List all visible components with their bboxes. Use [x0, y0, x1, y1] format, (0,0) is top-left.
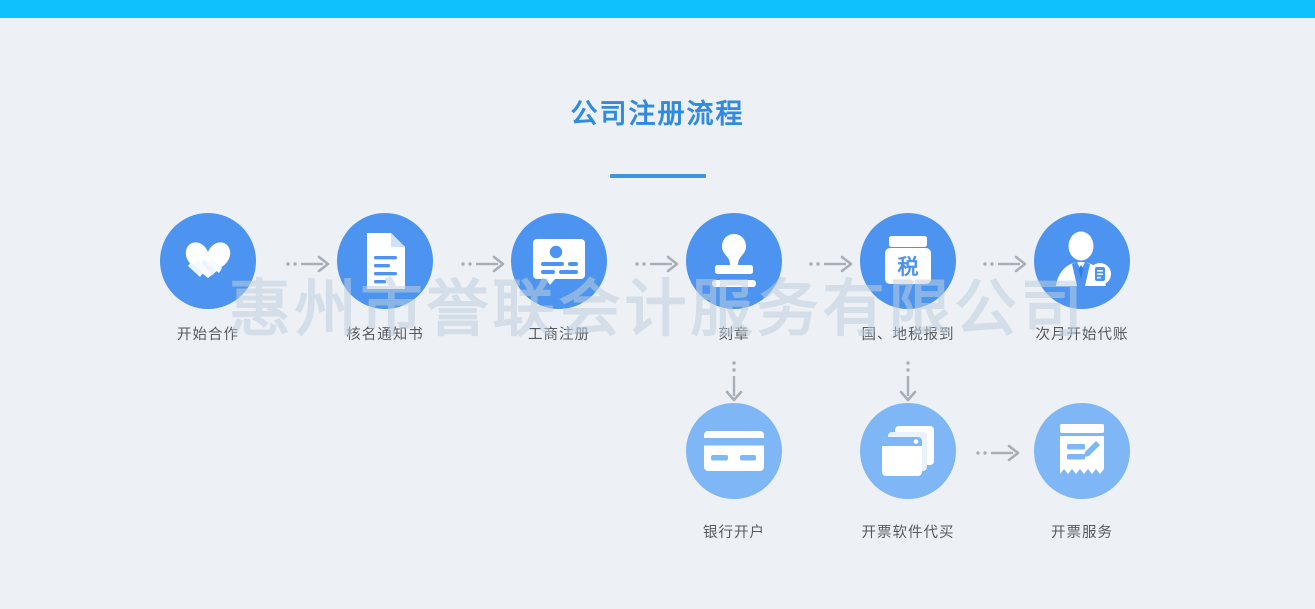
flow-connector-2	[460, 253, 506, 275]
dotted-arrow-right-icon	[286, 255, 330, 273]
software-box-icon	[882, 426, 934, 476]
receipt-edit-icon	[1060, 424, 1104, 474]
flow-node-label: 银行开户	[703, 525, 765, 541]
flow-node-label: 国、地税报到	[861, 327, 955, 343]
flow-icon-circle	[511, 213, 607, 309]
flow-node-bookkeeping[interactable]: 次月开始代账	[1002, 213, 1162, 344]
flow-node-invoice-software[interactable]: 开票软件代买	[828, 403, 988, 542]
flow-icon-circle	[686, 213, 782, 309]
flow-node-start-cooperation[interactable]: 开始合作	[128, 213, 288, 344]
flow-icon-circle	[1034, 403, 1130, 499]
dotted-arrow-right-icon	[635, 255, 679, 273]
title-underline	[609, 174, 706, 178]
flow-node-bank-account[interactable]: 银行开户	[654, 403, 814, 542]
flow-connector-1	[285, 253, 331, 275]
dotted-arrow-right-icon	[809, 255, 853, 273]
flow-icon-circle	[860, 403, 956, 499]
dotted-arrow-right-icon	[983, 255, 1027, 273]
top-accent-bar	[0, 0, 1315, 18]
flow-node-tax-registration[interactable]: 税 国、地税报到	[828, 213, 988, 344]
flow-icon-circle	[1034, 213, 1130, 309]
flow-node-business-reg[interactable]: 工商注册	[479, 213, 639, 344]
dotted-arrow-right-icon	[461, 255, 505, 273]
flow-icon-circle	[686, 403, 782, 499]
flow-node-label: 刻章	[718, 327, 750, 343]
flow-connector-6	[975, 442, 1021, 464]
flow-node-label: 核名通知书	[346, 327, 424, 343]
flow-node-label: 开始合作	[177, 327, 239, 343]
flow-connector-down-2	[897, 360, 919, 402]
flow-node-label: 开票服务	[1051, 525, 1113, 541]
flow-connector-3	[634, 253, 680, 275]
flow-node-seal-carving[interactable]: 刻章	[654, 213, 814, 344]
page-title: 公司注册流程	[570, 99, 745, 130]
tax-box-icon: 税	[885, 236, 931, 284]
page-title-block: 公司注册流程	[0, 92, 1315, 178]
document-icon	[367, 233, 405, 289]
dotted-arrow-right-icon	[976, 444, 1020, 462]
flow-icon-circle	[160, 213, 256, 309]
flow-node-name-approval[interactable]: 核名通知书	[305, 213, 465, 344]
license-card-icon	[533, 239, 585, 285]
dotted-arrow-down-icon	[725, 361, 743, 402]
flow-node-label: 开票软件代买	[861, 525, 955, 541]
flow-node-label: 次月开始代账	[1035, 327, 1129, 343]
accountant-icon	[1056, 231, 1111, 286]
flow-connector-down-1	[723, 360, 745, 402]
handshake-icon	[185, 242, 231, 278]
flow-connector-5	[982, 253, 1028, 275]
flow-connector-4	[808, 253, 854, 275]
stamp-icon	[712, 234, 756, 287]
flow-icon-circle: 税	[860, 213, 956, 309]
svg-text:税: 税	[898, 255, 919, 279]
flow-icon-circle	[337, 213, 433, 309]
dotted-arrow-down-icon	[899, 361, 917, 402]
bank-card-icon	[704, 431, 764, 471]
flow-node-label: 工商注册	[528, 327, 590, 343]
flow-node-invoice-service[interactable]: 开票服务	[1002, 403, 1162, 542]
